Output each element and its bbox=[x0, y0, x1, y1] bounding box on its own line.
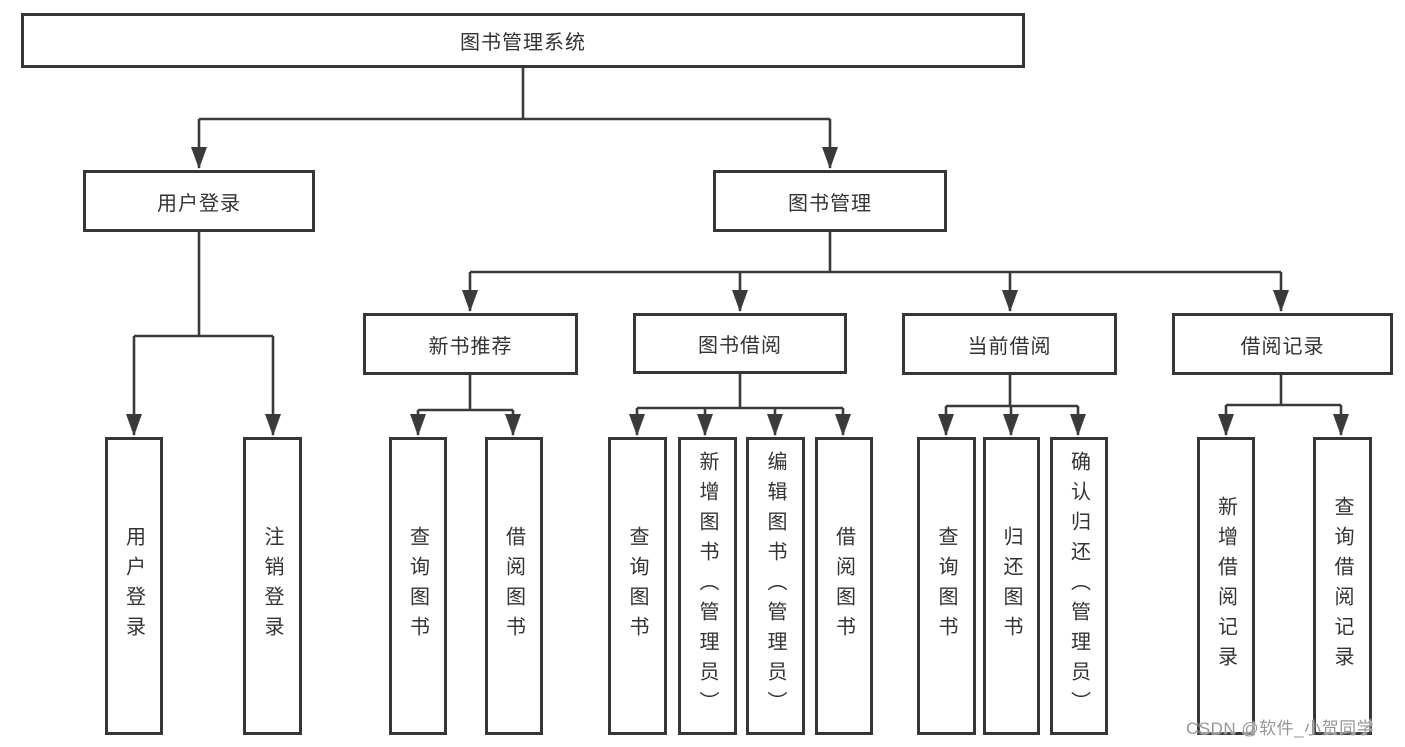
node-root: 图书管理系统 bbox=[21, 13, 1025, 68]
node-book-management: 图书管理 bbox=[713, 170, 947, 232]
arrowhead-down-icon bbox=[505, 414, 521, 436]
arrowhead-down-icon bbox=[265, 414, 281, 436]
node-borrowing-records: 借阅记录 bbox=[1172, 313, 1393, 375]
node-leaf-return-book: 归还图书 bbox=[983, 437, 1040, 735]
arrowhead-down-icon bbox=[1333, 414, 1349, 436]
node-leaf-query-book-b: 查询图书 bbox=[608, 437, 667, 735]
arrowhead-down-icon bbox=[732, 290, 748, 312]
arrowhead-down-icon bbox=[1273, 290, 1289, 312]
csdn-watermark: CSDN @软件_小贺同学 bbox=[1186, 719, 1375, 738]
arrowhead-down-icon bbox=[822, 147, 838, 169]
node-leaf-query-book-c: 查询图书 bbox=[917, 437, 976, 735]
arrowhead-down-icon bbox=[629, 414, 645, 436]
node-book-borrowing: 图书借阅 bbox=[633, 313, 847, 374]
arrowhead-down-icon bbox=[126, 414, 142, 436]
arrowhead-down-icon bbox=[697, 414, 713, 436]
arrowhead-down-icon bbox=[1218, 414, 1234, 436]
node-leaf-borrow-book-a: 借阅图书 bbox=[485, 437, 543, 735]
node-leaf-query-book-a: 查询图书 bbox=[389, 437, 447, 735]
node-user-login: 用户登录 bbox=[83, 170, 315, 232]
node-leaf-edit-book-admin: 编辑图书（管理员） bbox=[746, 437, 805, 735]
node-current-borrowing: 当前借阅 bbox=[902, 313, 1117, 375]
node-new-book-recommend: 新书推荐 bbox=[363, 313, 578, 375]
node-leaf-add-borrow-record: 新增借阅记录 bbox=[1197, 437, 1255, 735]
arrowhead-down-icon bbox=[767, 414, 783, 436]
node-leaf-logout: 注销登录 bbox=[243, 437, 302, 735]
node-leaf-borrow-book-b: 借阅图书 bbox=[815, 437, 873, 735]
node-leaf-user-login: 用户登录 bbox=[105, 437, 163, 735]
arrowhead-down-icon bbox=[410, 414, 426, 436]
node-leaf-add-book-admin: 新增图书（管理员） bbox=[678, 437, 737, 735]
node-leaf-confirm-return-admin: 确认归还（管理员） bbox=[1050, 437, 1108, 735]
arrowhead-down-icon bbox=[1003, 414, 1019, 436]
arrowhead-down-icon bbox=[1070, 414, 1086, 436]
arrowhead-down-icon bbox=[462, 290, 478, 312]
arrowhead-down-icon bbox=[835, 414, 851, 436]
arrowhead-down-icon bbox=[191, 147, 207, 169]
node-leaf-query-borrow-record: 查询借阅记录 bbox=[1313, 437, 1372, 735]
arrowhead-down-icon bbox=[1002, 290, 1018, 312]
arrowhead-down-icon bbox=[938, 414, 954, 436]
